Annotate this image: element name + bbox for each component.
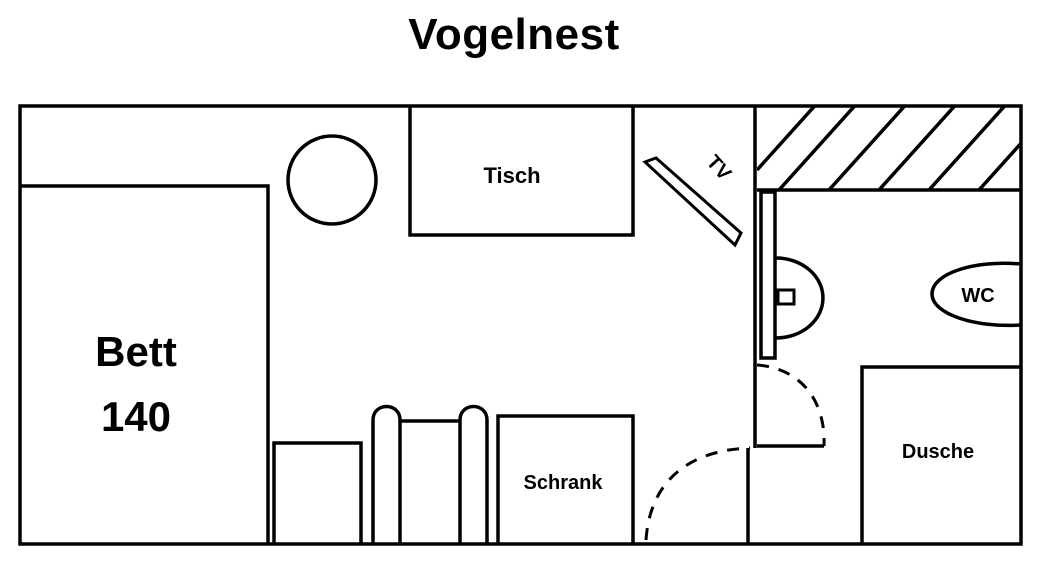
- table: [408, 106, 635, 237]
- wardrobe: [496, 414, 635, 544]
- toilet: [930, 261, 1022, 328]
- toilet-label: WC: [961, 285, 994, 307]
- sink-counter: [759, 190, 777, 360]
- table-label: Tisch: [483, 163, 540, 188]
- sink-tap: [776, 288, 796, 306]
- hatched-shaft: [757, 106, 1021, 190]
- wardrobe-label: Schrank: [524, 472, 604, 494]
- round-stool: [286, 134, 378, 226]
- bed-size-label: 140: [101, 393, 171, 440]
- tv-label: TV: [702, 151, 736, 185]
- bed: [20, 184, 270, 544]
- shower-label: Dusche: [902, 441, 974, 463]
- entrance-door-swing: [644, 446, 751, 541]
- sink-basin: [775, 256, 825, 340]
- tv: [642, 156, 743, 248]
- armchair: [371, 404, 489, 544]
- bathroom-door-swing: [756, 363, 826, 447]
- small-cabinet: [272, 441, 363, 544]
- shower: [860, 365, 1021, 544]
- plan-title: Vogelnest: [408, 10, 620, 59]
- bed-label: Bett: [95, 328, 177, 375]
